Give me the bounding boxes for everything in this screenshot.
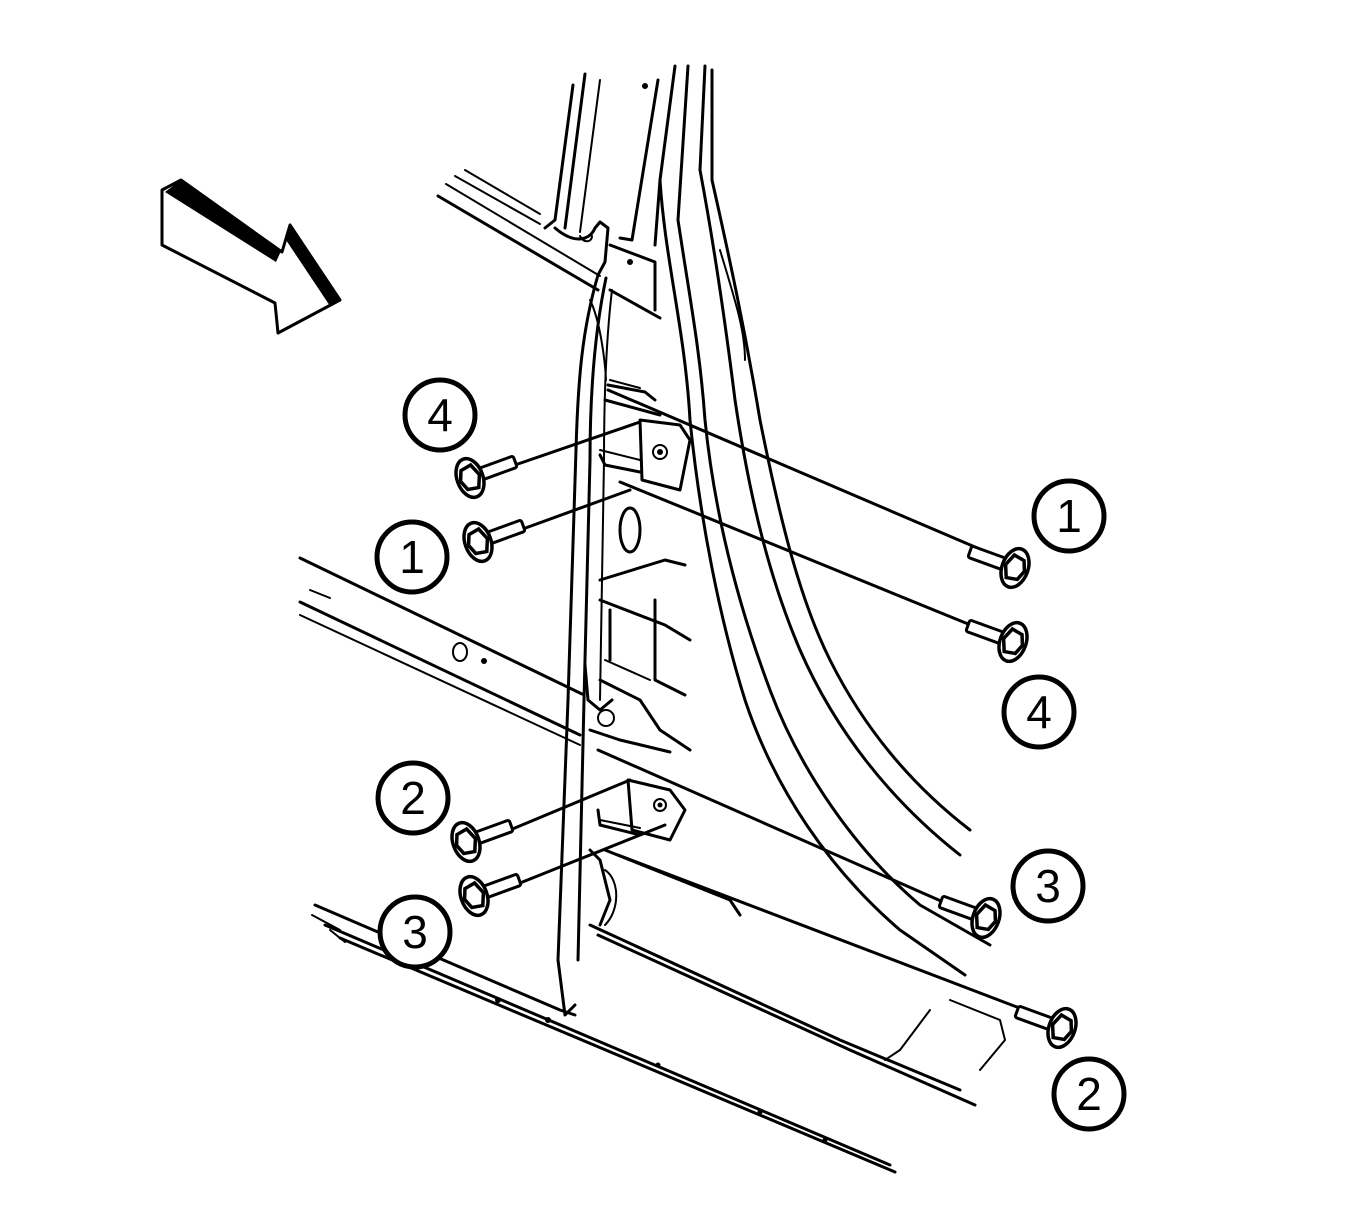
- callout-label: 4: [1026, 686, 1052, 738]
- callout-2-left: 2: [375, 760, 451, 836]
- flange-bolt-icon: [1013, 1005, 1078, 1050]
- callout-label: 2: [400, 772, 426, 824]
- flange-bolt-icon: [937, 895, 1002, 940]
- callout-label: 4: [427, 389, 453, 441]
- callout-4-right: 4: [1001, 674, 1077, 750]
- flange-bolt-icon: [454, 455, 519, 500]
- flange-bolt-icon: [462, 519, 527, 564]
- callout-label: 3: [1035, 860, 1061, 912]
- callout-1-right: 1: [1031, 478, 1107, 554]
- callout-label: 1: [399, 531, 425, 583]
- flange-bolt-icon: [458, 873, 523, 918]
- callout-label: 2: [1076, 1068, 1102, 1120]
- flange-bolt-icon: [966, 545, 1031, 590]
- callout-label: 3: [402, 906, 428, 958]
- callout-3-left: 3: [377, 894, 453, 970]
- leader-lines: [508, 388, 1032, 1014]
- flange-bolt-icon: [964, 619, 1029, 664]
- callout-label: 1: [1056, 490, 1082, 542]
- callout-3-right: 3: [1010, 848, 1086, 924]
- callout-1-left: 1: [374, 519, 450, 595]
- flange-bolt-icon: [450, 819, 515, 864]
- callout-4-left: 4: [402, 377, 478, 453]
- callout-2-right: 2: [1051, 1056, 1127, 1132]
- body-pillar-structure: [298, 64, 1006, 1174]
- view-direction-arrow-icon: [160, 178, 342, 335]
